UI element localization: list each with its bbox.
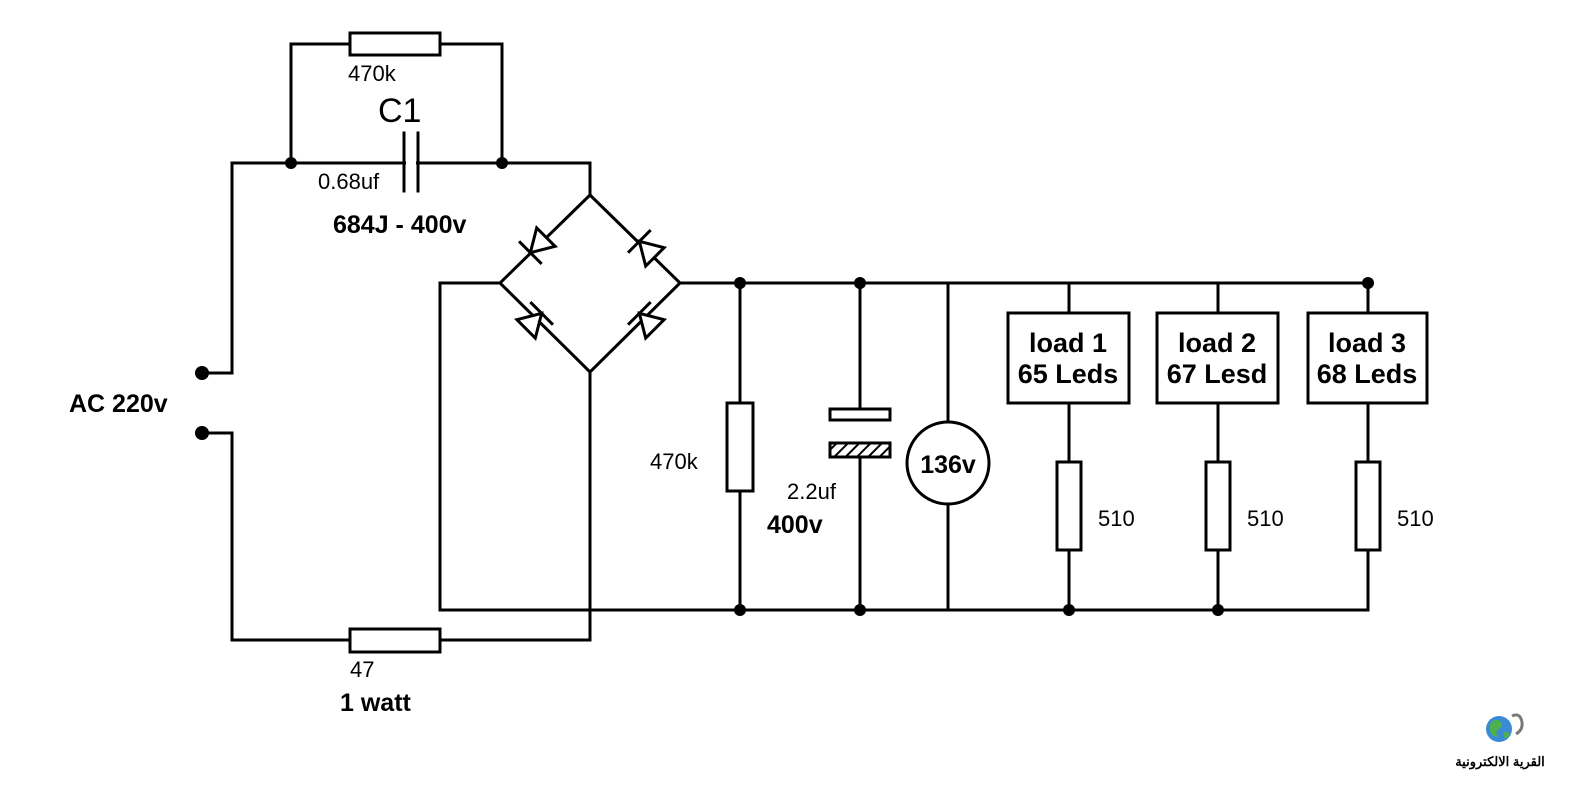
resistor-470k-top: [348, 31, 442, 57]
label-r-series-power: 1 watt: [340, 689, 412, 717]
label-cap-voltage: 400v: [767, 511, 823, 539]
resistor-510-load1: [1055, 460, 1083, 552]
watermark-logo: القرية الالكترونية: [1455, 713, 1545, 770]
diode-3: [513, 300, 555, 342]
label-cap-value: 2.2uf: [787, 479, 837, 504]
label-r-load2: 510: [1247, 506, 1284, 531]
label-c1-value: 0.68uf: [318, 169, 380, 194]
label-r-top: 470k: [348, 61, 397, 86]
label-c1-name: C1: [378, 92, 421, 130]
globe-icon: [1486, 713, 1524, 742]
load-box-2: [1155, 311, 1280, 405]
label-load3-line2: 68 Leds: [1317, 359, 1418, 389]
label-r-bleed: 470k: [650, 449, 699, 474]
load-box-1: [1006, 311, 1131, 405]
diode-1: [517, 224, 559, 266]
resistor-510-load2: [1204, 460, 1232, 552]
diode-4: [626, 300, 668, 342]
resistor-510-load3: [1354, 460, 1382, 552]
label-load1-line1: load 1: [1029, 328, 1107, 358]
resistor-470k-bleeder: [725, 401, 755, 493]
label-r-load3: 510: [1397, 506, 1434, 531]
resistor-47-series: [348, 627, 442, 654]
label-ac-source: AC 220v: [69, 390, 168, 418]
label-c1-code: 684J - 400v: [333, 211, 467, 239]
wires: [200, 42, 1370, 642]
label-meter: 136v: [920, 451, 976, 479]
electrolytic-capacitor: [828, 407, 892, 459]
label-load1-line2: 65 Leds: [1018, 359, 1119, 389]
load-box-3: [1306, 311, 1429, 405]
diode-2: [626, 228, 668, 270]
bridge-rectifier: [513, 224, 668, 342]
junction-dots: [195, 157, 1374, 616]
label-load2-line1: load 2: [1178, 328, 1256, 358]
label-r-load1: 510: [1098, 506, 1135, 531]
capacitor-c1: [402, 131, 420, 193]
label-r-series: 47: [350, 657, 374, 682]
watermark-text: القرية الالكترونية: [1455, 754, 1545, 770]
label-load3-line1: load 3: [1328, 328, 1406, 358]
voltmeter: [905, 420, 991, 506]
label-load2-line2: 67 Lesd: [1167, 359, 1268, 389]
